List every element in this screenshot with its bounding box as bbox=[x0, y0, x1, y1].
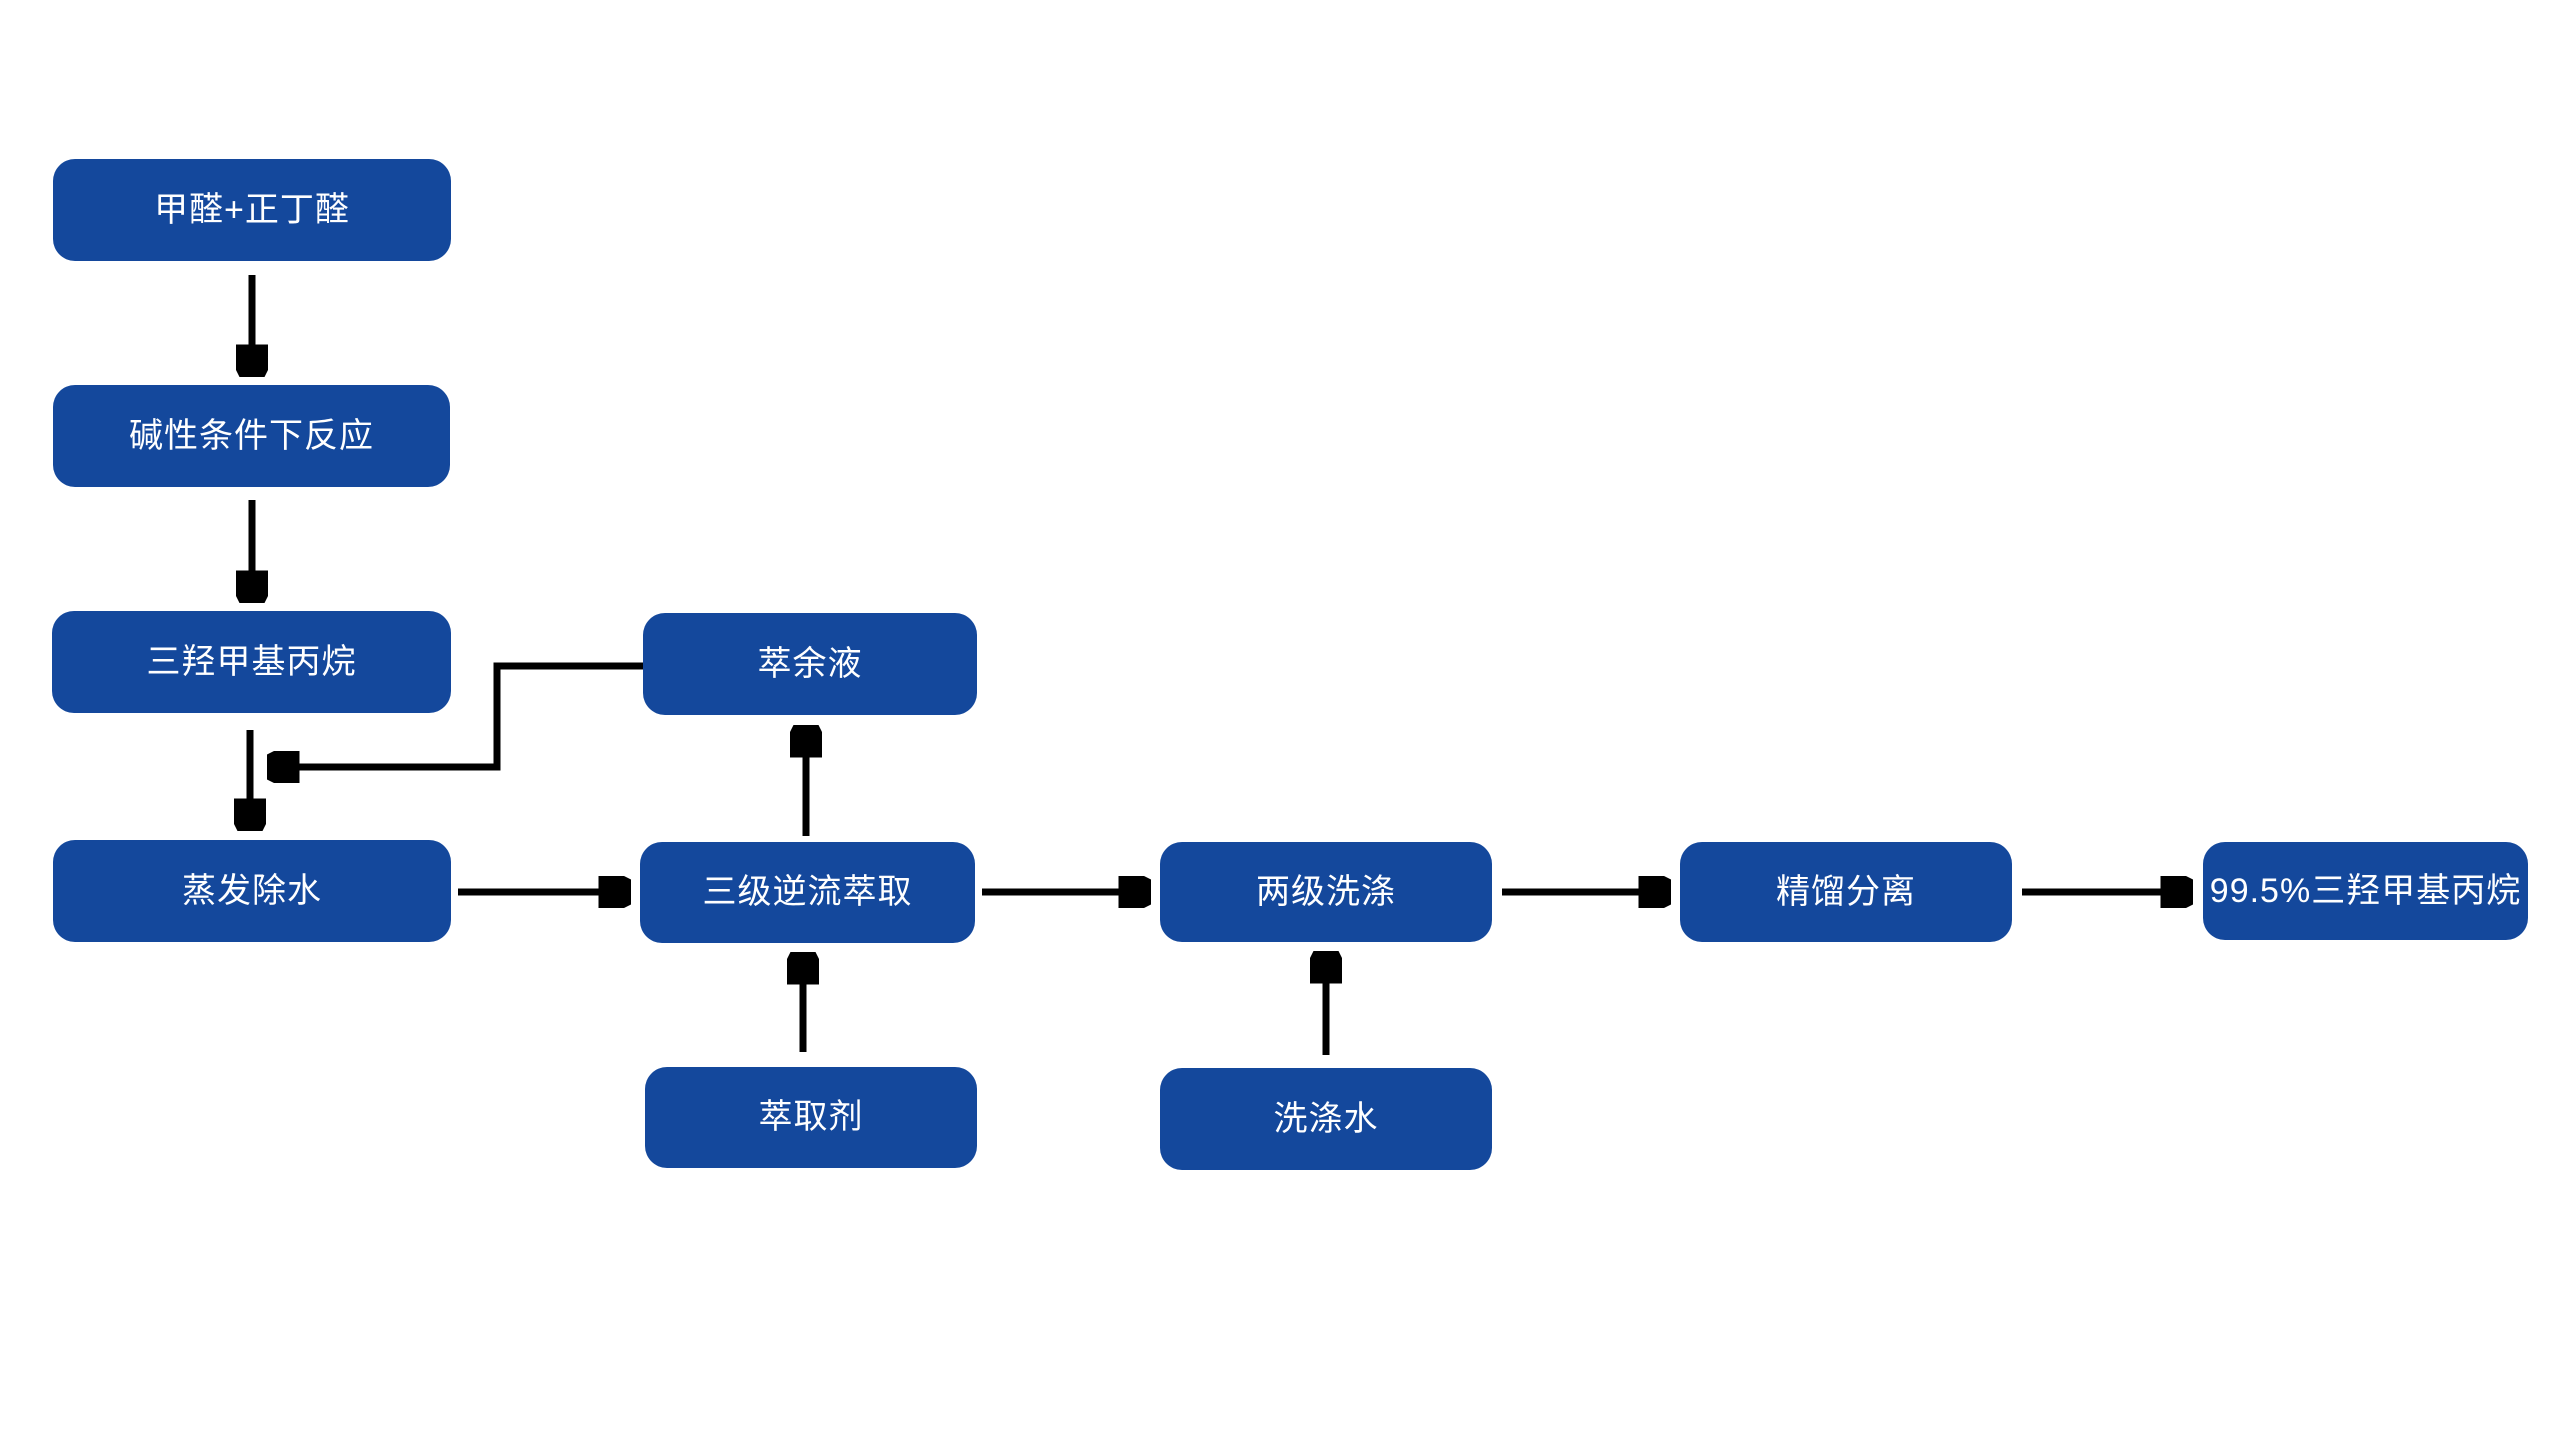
node-extraction-label: 三级逆流萃取 bbox=[702, 873, 913, 912]
node-tmp-crude: 三羟甲基丙烷 bbox=[52, 611, 451, 713]
node-wash-water: 洗涤水 bbox=[1160, 1068, 1492, 1170]
node-feed: 甲醛+正丁醛 bbox=[53, 159, 451, 261]
node-extractant: 萃取剂 bbox=[645, 1067, 977, 1168]
node-product-label: 99.5%三羟甲基丙烷 bbox=[2209, 871, 2522, 910]
node-washing-label: 两级洗涤 bbox=[1256, 872, 1396, 911]
node-reaction-label: 碱性条件下反应 bbox=[129, 416, 374, 455]
node-feed-label: 甲醛+正丁醛 bbox=[154, 190, 350, 229]
arrow-raffinate-recycle bbox=[272, 662, 643, 767]
node-wash-water-label: 洗涤水 bbox=[1273, 1099, 1379, 1138]
node-distillation-label: 精馏分离 bbox=[1776, 872, 1916, 911]
node-washing: 两级洗涤 bbox=[1160, 842, 1492, 942]
node-raffinate: 萃余液 bbox=[643, 613, 977, 715]
node-extractant-label: 萃取剂 bbox=[758, 1098, 864, 1137]
node-distillation: 精馏分离 bbox=[1680, 842, 2012, 942]
node-evaporation: 蒸发除水 bbox=[53, 840, 451, 942]
node-raffinate-label: 萃余液 bbox=[757, 644, 863, 683]
node-extraction: 三级逆流萃取 bbox=[640, 842, 975, 943]
node-tmp-crude-label: 三羟甲基丙烷 bbox=[146, 642, 357, 681]
node-evaporation-label: 蒸发除水 bbox=[182, 871, 322, 910]
node-reaction: 碱性条件下反应 bbox=[53, 385, 450, 487]
node-product: 99.5%三羟甲基丙烷 bbox=[2203, 842, 2528, 940]
